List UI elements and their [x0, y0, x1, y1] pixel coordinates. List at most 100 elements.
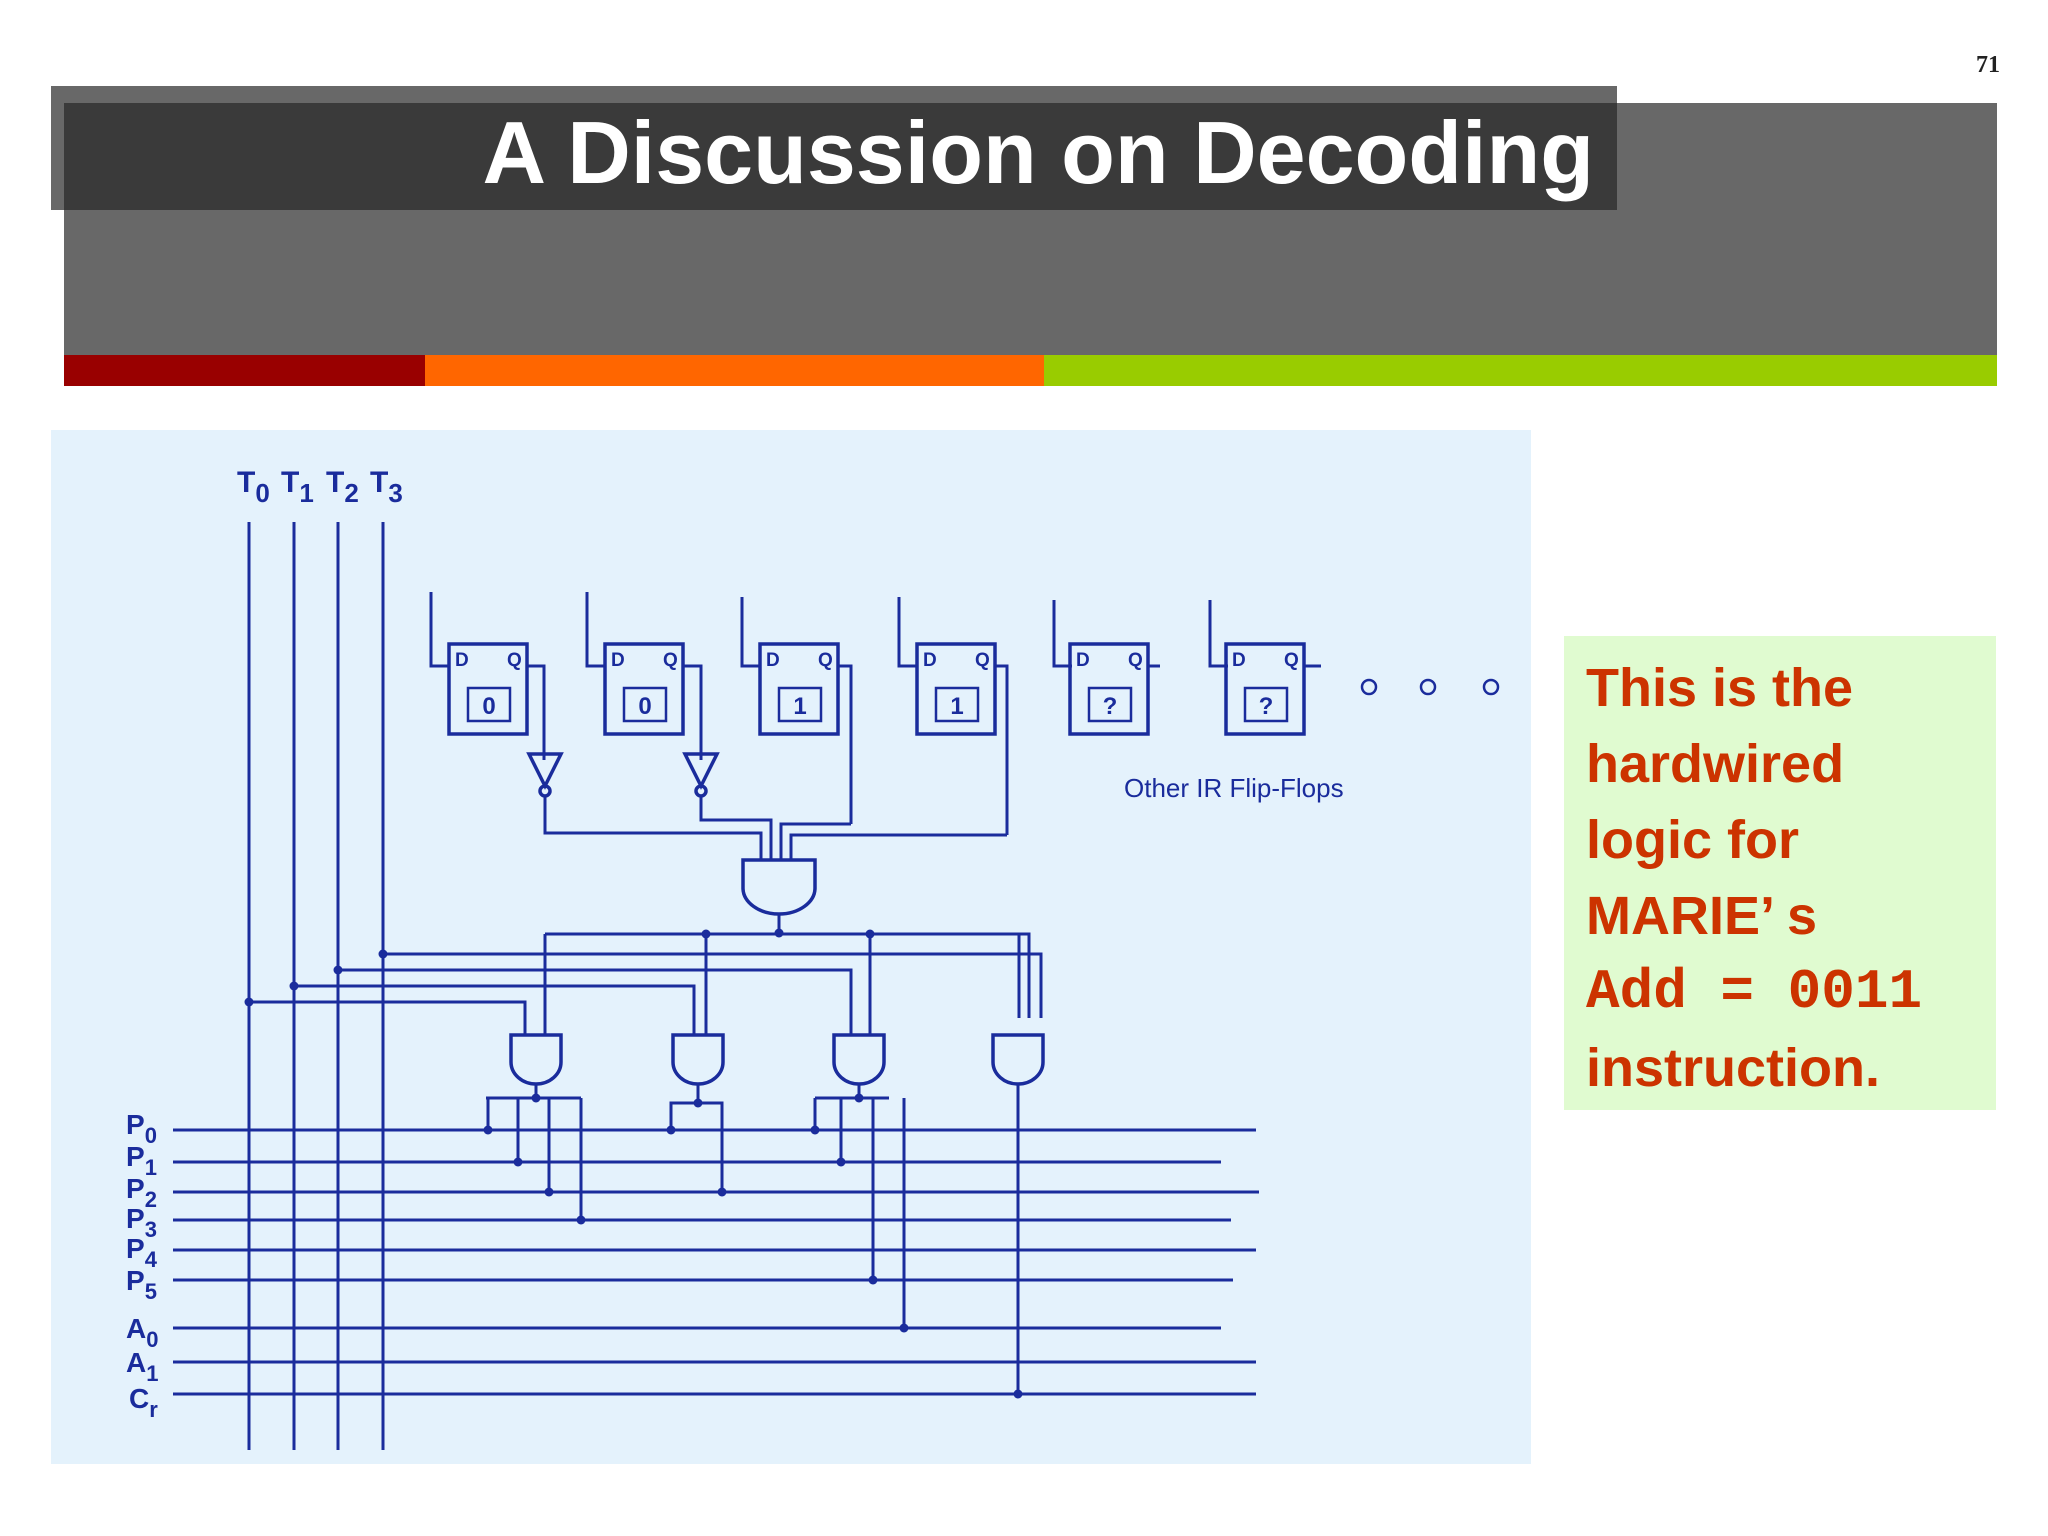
inverter-gate-1	[682, 752, 720, 790]
timing-label-t0: T0	[237, 466, 270, 508]
ellipsis-dot-2	[1419, 678, 1437, 696]
line-label-p1: P1	[126, 1141, 157, 1180]
and-gate-1	[671, 1033, 725, 1086]
svg-text:D: D	[1232, 650, 1246, 671]
and-gate-opcode	[741, 858, 817, 916]
and-gate-0	[509, 1033, 563, 1086]
flip-flop-4: D Q ?	[1068, 642, 1150, 736]
svg-text:Q: Q	[507, 650, 522, 671]
svg-text:0: 0	[638, 693, 651, 720]
ff-input-0	[429, 592, 449, 668]
ff-input-1	[585, 592, 605, 668]
accent-stripe-green	[1044, 355, 1997, 386]
junction-dot	[244, 997, 254, 1007]
junction-dot	[544, 1187, 554, 1197]
wire-17	[338, 968, 853, 1035]
line-label-p5: P5	[126, 1265, 157, 1304]
junction-dot	[1013, 1389, 1023, 1399]
svg-text:D: D	[1076, 650, 1090, 671]
note-instruction-code: Add = 0011	[1586, 960, 1923, 1024]
junction-dot	[378, 949, 388, 959]
flip-flop-1: D Q 0	[603, 642, 685, 736]
line-label-a1: A1	[126, 1347, 158, 1386]
accent-stripe-red	[64, 355, 425, 386]
wire-1	[683, 664, 703, 760]
wire-9	[789, 833, 1007, 860]
wire-19	[249, 1000, 527, 1035]
wire-18	[294, 984, 696, 1035]
wire-16	[383, 952, 1043, 1018]
wire-26	[669, 1084, 700, 1130]
junction-dot	[483, 1125, 493, 1135]
junction-dot	[899, 1323, 909, 1333]
timing-label-t2: T2	[326, 466, 359, 508]
svg-text:D: D	[766, 650, 780, 671]
svg-text:0: 0	[482, 693, 495, 720]
and-gate-2	[832, 1033, 886, 1086]
timing-label-t3: T3	[370, 466, 403, 508]
junction-dot	[865, 929, 875, 939]
diagram-panel: T0 T1 T2 T3 D Q 0 D Q 0 D Q 1 D	[51, 430, 1531, 1464]
ff-input-4	[1052, 600, 1072, 668]
wire-8	[779, 822, 851, 860]
svg-text:D: D	[611, 650, 625, 671]
line-label-p2: P2	[126, 1173, 157, 1212]
svg-text:?: ?	[1259, 693, 1274, 720]
flip-flop-0: D Q 0	[447, 642, 529, 736]
wire-6	[543, 796, 763, 860]
title-inner	[64, 103, 1617, 210]
ff-input-5	[1208, 600, 1228, 668]
flip-flops-caption: Other IR Flip-Flops	[1124, 773, 1344, 803]
svg-text:1: 1	[950, 693, 963, 720]
junction-dot	[333, 965, 343, 975]
svg-text:Q: Q	[1128, 650, 1143, 671]
flip-flop-3: D Q 1	[915, 642, 997, 736]
ellipsis-dot-1	[1360, 678, 1378, 696]
svg-text:D: D	[455, 650, 469, 671]
svg-text:D: D	[923, 650, 937, 671]
slide-title: A Discussion on Decoding	[482, 103, 1594, 202]
junction-dot	[836, 1157, 846, 1167]
wire-0	[527, 664, 546, 760]
note-box: This is the hardwired logic for MARIE’ s…	[1564, 636, 1996, 1110]
svg-text:1: 1	[793, 693, 806, 720]
line-label-cr: Cr	[129, 1383, 158, 1422]
junction-dot	[717, 1187, 727, 1197]
and-gate-3	[991, 1033, 1045, 1086]
junction-dot	[693, 1098, 703, 1108]
junction-dot	[868, 1275, 878, 1285]
line-label-a0: A0	[126, 1313, 158, 1352]
timing-label-t1: T1	[281, 466, 314, 508]
ellipsis-dot-3	[1482, 678, 1500, 696]
inverter-bubble	[538, 784, 552, 798]
wire-2	[838, 664, 853, 824]
inverter-gate-0	[526, 752, 564, 790]
junction-dot	[666, 1125, 676, 1135]
wire-11	[545, 932, 1031, 1018]
junction-dot	[701, 929, 711, 939]
junction-dot	[289, 981, 299, 991]
junction-dot	[576, 1215, 586, 1225]
ff-input-3	[897, 597, 917, 668]
svg-text:Q: Q	[663, 650, 678, 671]
page-number: 71	[1976, 52, 2000, 78]
junction-dot	[774, 928, 784, 938]
wire-27	[698, 1101, 724, 1192]
ff-input-2	[740, 597, 760, 668]
junction-dot	[810, 1125, 820, 1135]
note-text-end: instruction.	[1586, 1038, 1880, 1098]
svg-text:Q: Q	[975, 650, 990, 671]
accent-stripe-orange	[425, 355, 1044, 386]
wire-7	[699, 796, 773, 860]
wire-3	[995, 664, 1009, 835]
flip-flop-2: D Q 1	[758, 642, 840, 736]
junction-dot	[513, 1157, 523, 1167]
inverter-bubble	[694, 784, 708, 798]
svg-text:?: ?	[1103, 693, 1118, 720]
flip-flop-5: D Q ?	[1224, 642, 1306, 736]
junction-dot	[854, 1093, 864, 1103]
line-label-p3: P3	[126, 1203, 157, 1242]
svg-text:Q: Q	[1284, 650, 1299, 671]
line-label-p4: P4	[126, 1233, 158, 1272]
svg-text:Q: Q	[818, 650, 833, 671]
